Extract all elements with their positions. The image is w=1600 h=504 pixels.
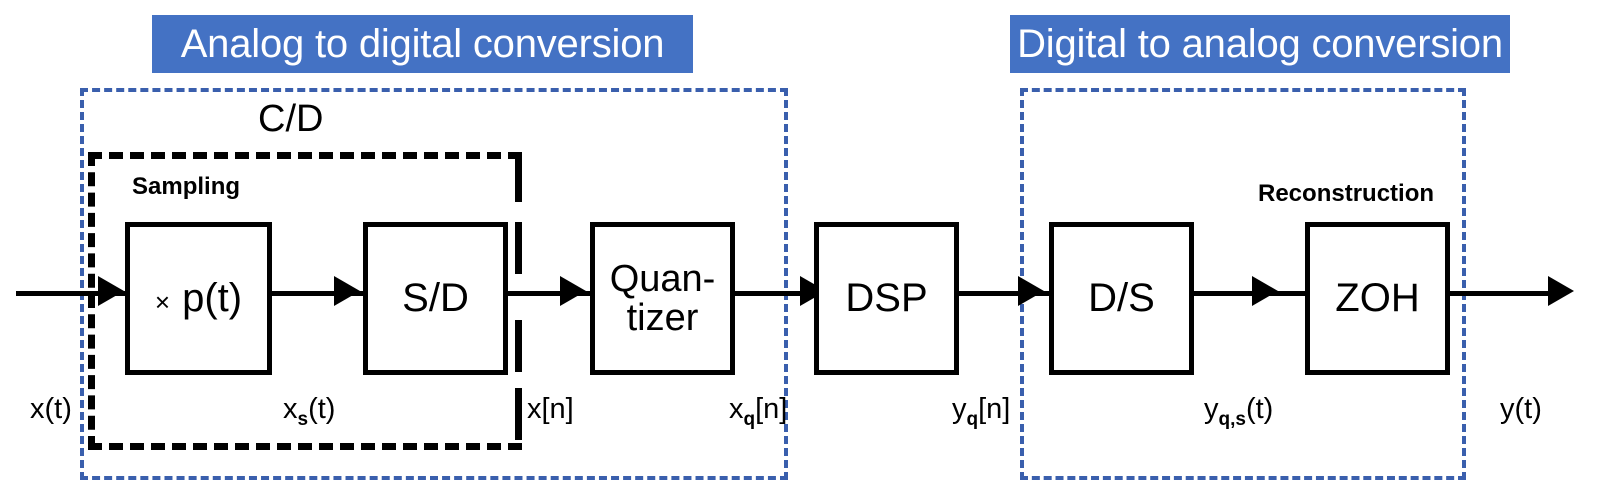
cd-caption: C/D [258, 98, 324, 140]
wire-sd-to-quantizer [508, 291, 592, 296]
signal-label-yq-n-base: y [952, 393, 967, 425]
signal-label-xs-t-suffix: (t) [308, 393, 336, 425]
block-ds[interactable]: D/S [1049, 222, 1194, 375]
arrowhead-output [1548, 276, 1574, 306]
wire-multiplier-to-sd [272, 291, 364, 296]
cd-subsystem-box-right-stub-bottom [515, 388, 522, 440]
arrowhead-into-ds [1018, 276, 1044, 306]
arrowhead-into-quantizer [560, 276, 586, 306]
wire-dsp-to-ds [958, 291, 1050, 296]
cd-subsystem-box-right-stub-top [515, 152, 522, 202]
section-badge-analog-to-digital: Analog to digital conversion [152, 15, 693, 73]
signal-label-x-n: x[n] [527, 395, 574, 424]
block-ds-label: D/S [1088, 276, 1155, 321]
signal-label-xq-n-base: x [729, 393, 744, 425]
signal-label-x-t-base: x [30, 393, 45, 425]
block-sd[interactable]: S/D [363, 222, 508, 375]
block-dsp-label: DSP [845, 276, 928, 321]
signal-label-yq-n-suffix: [n] [978, 393, 1011, 425]
signal-label-yqs-t-sub: q,s [1218, 408, 1246, 430]
block-multiplier[interactable]: × p(t) [125, 222, 272, 375]
signal-label-xs-t-base: x [283, 393, 298, 425]
cd-subsystem-box [88, 152, 522, 450]
block-multiplier-label: p(t) [182, 276, 243, 321]
reconstruction-caption: Reconstruction [1258, 180, 1435, 207]
adc-domain-container [80, 88, 788, 480]
block-sd-label: S/D [402, 276, 469, 321]
wire-input-to-multiplier [16, 291, 126, 296]
wire-ds-to-zoh [1193, 291, 1309, 296]
signal-label-x-n-suffix: [n] [541, 393, 574, 425]
block-zoh[interactable]: ZOH [1305, 222, 1450, 375]
arrowhead-into-multiplier [98, 276, 124, 306]
block-quantizer-label-line2: tizer [626, 296, 699, 339]
signal-label-xq-n-suffix: [n] [755, 393, 788, 425]
signal-label-yqs-t-base: y [1204, 393, 1219, 425]
wire-quantizer-to-dsp [735, 291, 833, 296]
section-badge-digital-to-analog: Digital to analog conversion [1010, 15, 1510, 73]
signal-label-xs-t-sub: s [297, 408, 309, 430]
signal-label-yqs-t-suffix: (t) [1245, 393, 1274, 425]
block-zoh-label: ZOH [1335, 276, 1420, 321]
cd-subsystem-box-right-stub-upper [515, 222, 522, 274]
block-quantizer-label-line1: Quan- [609, 257, 716, 300]
arrowhead-into-sd [334, 276, 360, 306]
block-dsp[interactable]: DSP [814, 222, 959, 375]
signal-label-yq-n: yq[n] [952, 395, 1010, 429]
signal-label-yq-n-sub: q [966, 408, 979, 430]
signal-label-y-t-suffix: (t) [1514, 393, 1542, 425]
signal-label-xq-n-sub: q [743, 408, 756, 430]
signal-label-y-t: y(t) [1500, 395, 1542, 424]
cd-subsystem-box-right-stub-lower [515, 320, 522, 372]
section-badge-digital-to-analog-label: Digital to analog conversion [1017, 22, 1503, 66]
signal-label-xq-n: xq[n] [729, 395, 787, 429]
signal-label-y-t-base: y [1500, 393, 1515, 425]
signal-label-x-n-base: x [527, 393, 542, 425]
section-badge-analog-to-digital-label: Analog to digital conversion [180, 22, 665, 66]
signal-label-xs-t: xs(t) [283, 395, 335, 429]
signal-label-x-t-suffix: (t) [44, 393, 72, 425]
arrowhead-into-zoh [1252, 276, 1278, 306]
block-multiplier-symbol: × [154, 287, 171, 318]
wire-zoh-to-output [1448, 291, 1558, 296]
sampling-caption: Sampling [132, 173, 241, 200]
signal-label-yqs-t: yq,s(t) [1204, 395, 1273, 429]
block-quantizer[interactable]: Quan- tizer [590, 222, 735, 375]
signal-label-x-t: x(t) [30, 395, 72, 424]
